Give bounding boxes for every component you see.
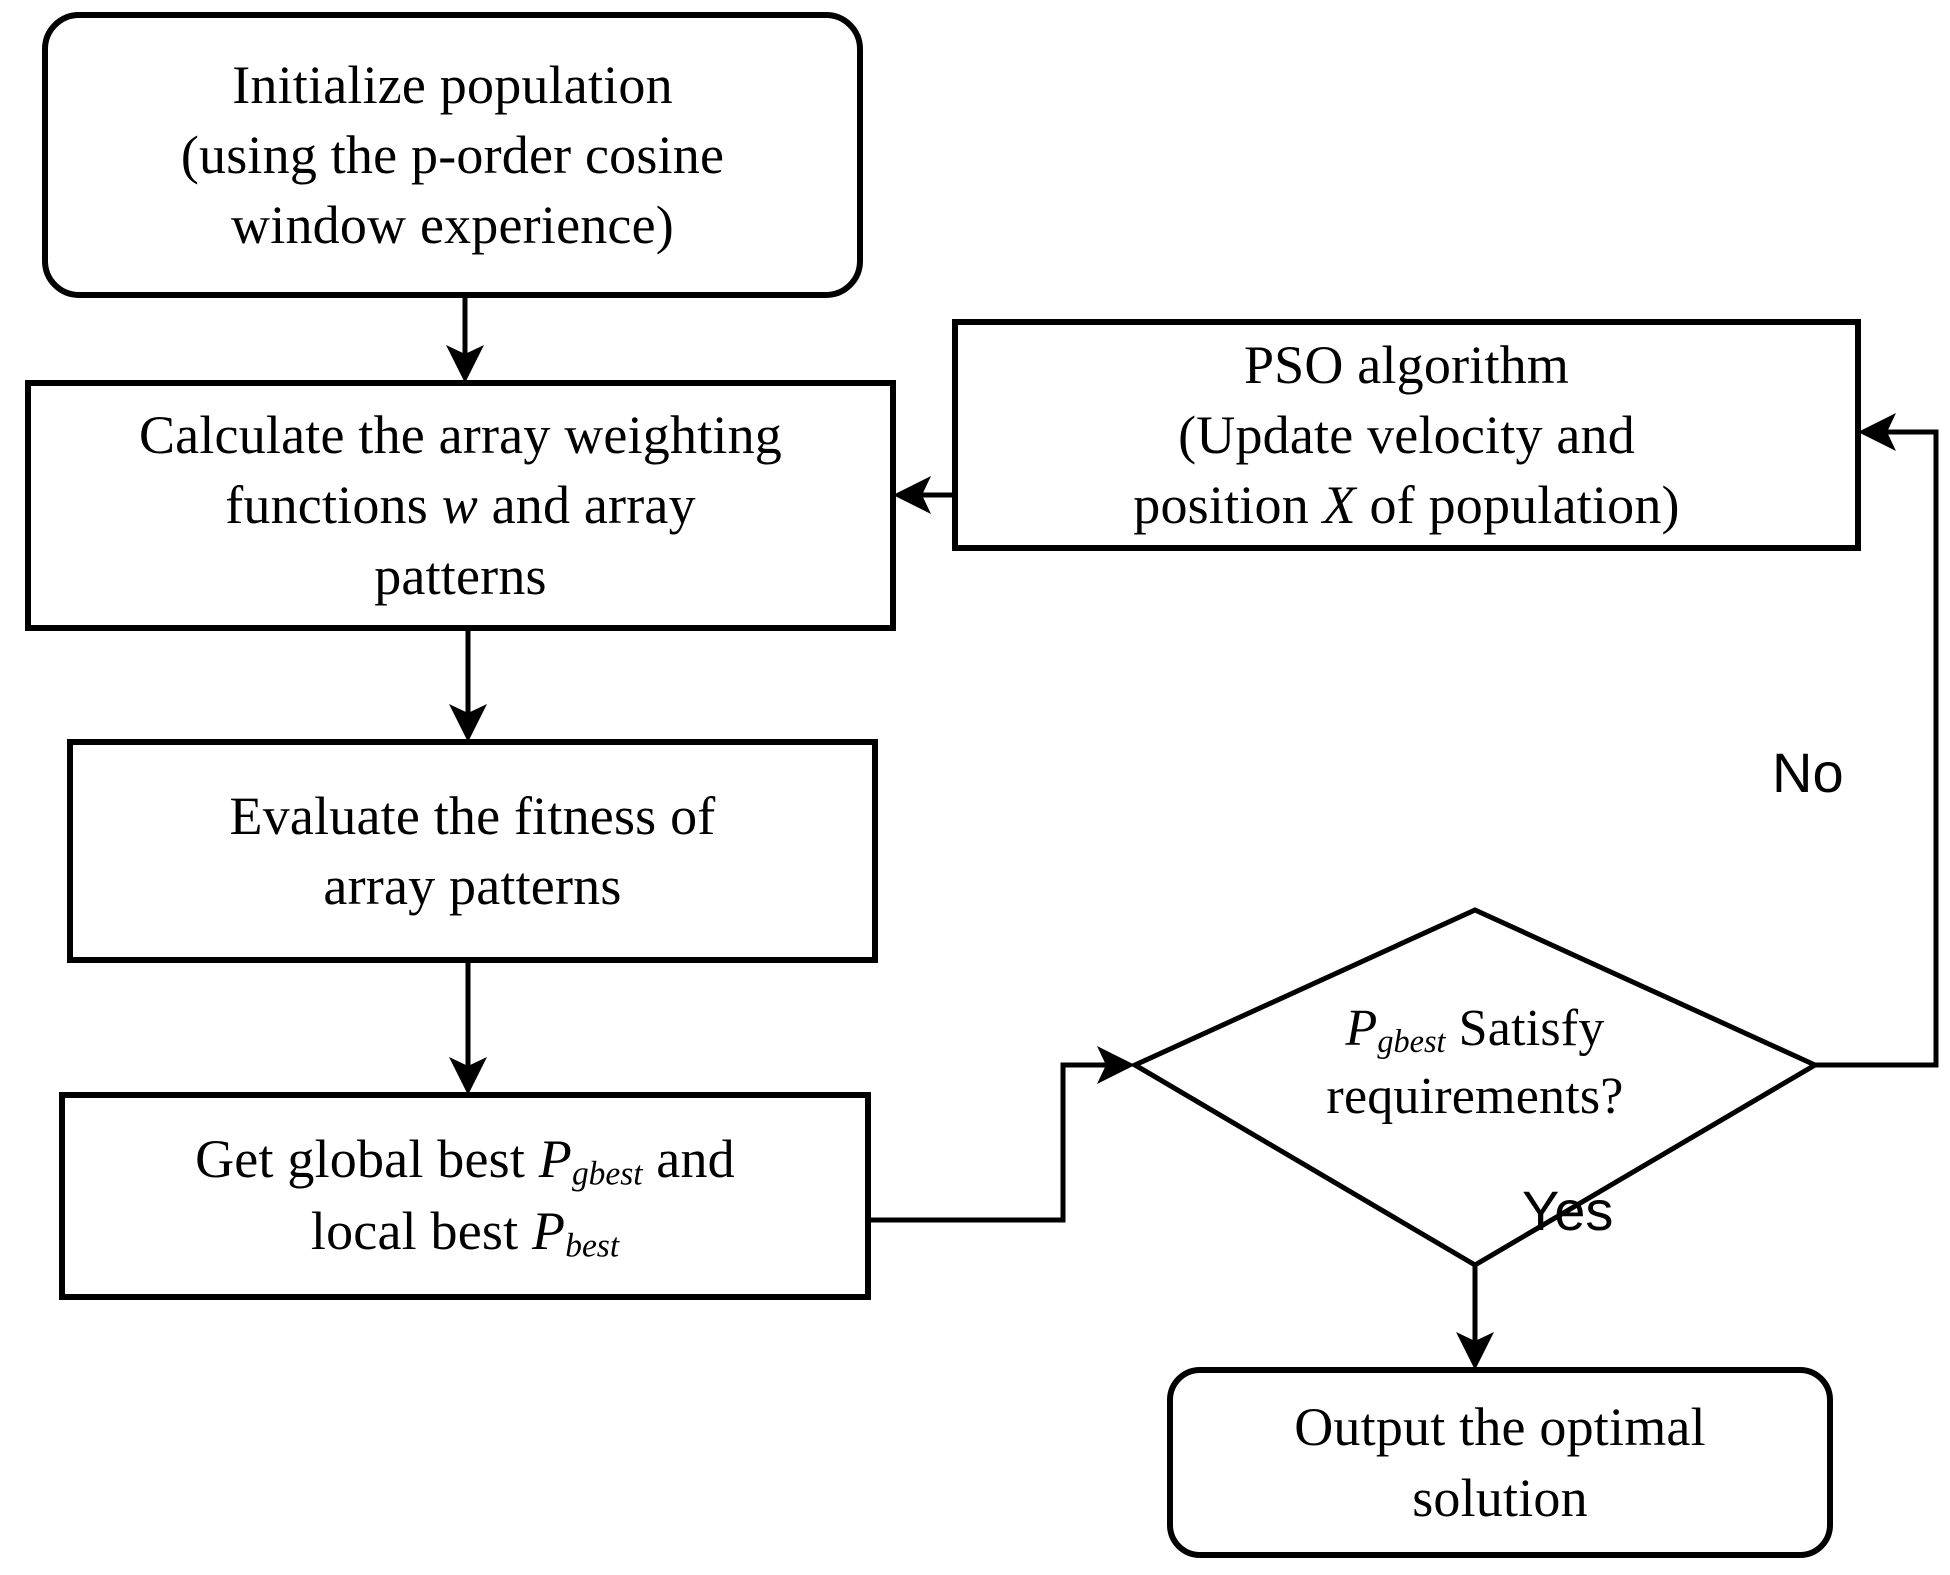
- node-evaluate-shape: [67, 739, 878, 963]
- node-global-best-line-1-suffix: and: [642, 1129, 735, 1190]
- node-output-shape: [1167, 1367, 1833, 1558]
- node-pso-var-x: X: [1322, 475, 1356, 536]
- node-calculate-line-2: functions w and array: [225, 470, 696, 540]
- node-global-best-line-1: Get global best Pgbest and: [195, 1124, 735, 1196]
- node-global-best-line-2-prefix: local best: [310, 1201, 533, 1261]
- node-calculate-shape: [25, 380, 896, 631]
- node-initialize-line-2: (using the p-order cosine: [180, 124, 725, 185]
- node-decision-line-1: Pgbest Satisfy: [1345, 995, 1604, 1063]
- node-initialize-shape: [42, 12, 863, 298]
- arrowhead-decision-yes-to-output: [1456, 1332, 1494, 1370]
- arrowhead-decision-no-to-pso: [1858, 413, 1896, 451]
- node-output-line-2: solution: [1412, 1467, 1588, 1528]
- edge-decision-no-to-pso: [1815, 429, 1939, 1068]
- node-decision-label: Pgbest Satisfy requirements?: [1185, 935, 1765, 1190]
- edge-global-best-to-decision: [868, 1062, 1120, 1223]
- node-global-best-line-2: local best Pbest: [311, 1196, 619, 1268]
- node-global-best-sub-gbest: gbest: [571, 1155, 643, 1193]
- node-pso-line-3: position X of population): [1133, 470, 1679, 540]
- edge-label-yes: Yes: [1522, 1179, 1614, 1242]
- arrowhead-calculate-to-evaluate: [449, 704, 487, 742]
- node-evaluate-line-1: Evaluate the fitness of: [229, 785, 716, 846]
- node-pso-line-3-prefix: position: [1133, 475, 1323, 536]
- node-calculate-line-2-suffix: and array: [477, 475, 696, 536]
- arrowhead-evaluate-to-global-best: [449, 1057, 487, 1095]
- node-evaluate-label: Evaluate the fitness of array patterns: [70, 742, 875, 960]
- node-global-best-var-p: P: [538, 1129, 572, 1190]
- arrowhead-global-best-to-decision: [1097, 1046, 1135, 1084]
- node-initialize-line-1: Initialize population: [232, 54, 673, 115]
- node-pso-shape: [952, 319, 1861, 551]
- node-calculate-line-2-prefix: functions: [225, 475, 442, 536]
- node-pso-line-1: PSO algorithm: [1243, 334, 1570, 395]
- node-output-line-1: Output the optimal: [1294, 1397, 1706, 1458]
- node-initialize-line-3: window experience): [231, 195, 674, 256]
- node-calculate-line-3: patterns: [374, 545, 547, 606]
- arrowhead-pso-to-calculate: [893, 476, 931, 514]
- edge-label-no: No: [1772, 741, 1844, 804]
- node-calculate-line-1: Calculate the array weighting: [138, 405, 783, 466]
- node-global-best-shape: [59, 1092, 871, 1300]
- node-global-best-label: Get global best Pgbest and local best Pb…: [62, 1095, 868, 1297]
- node-calculate-var-w: w: [441, 475, 478, 536]
- node-pso-line-3-suffix: of population): [1355, 475, 1680, 536]
- node-pso-label: PSO algorithm (Update velocity and posit…: [955, 322, 1858, 548]
- node-global-best-var-p2: P: [532, 1201, 566, 1261]
- node-calculate-label: Calculate the array weighting functions …: [28, 383, 893, 628]
- node-evaluate-line-2: array patterns: [323, 856, 622, 916]
- node-initialize-label: Initialize population (using the p-order…: [45, 15, 860, 295]
- node-global-best-line-1-prefix: Get global best: [195, 1129, 539, 1190]
- node-decision-line-1-suffix: Satisfy: [1445, 999, 1605, 1057]
- arrowhead-initialize-to-calculate: [446, 345, 484, 383]
- node-output-label: Output the optimal solution: [1170, 1370, 1830, 1555]
- node-pso-line-2: (Update velocity and: [1178, 404, 1635, 465]
- node-decision-line-2: requirements?: [1326, 1067, 1624, 1125]
- node-global-best-sub-best: best: [565, 1227, 620, 1265]
- node-decision-sub-gbest: gbest: [1377, 1022, 1446, 1059]
- node-decision-var-p: P: [1345, 999, 1378, 1057]
